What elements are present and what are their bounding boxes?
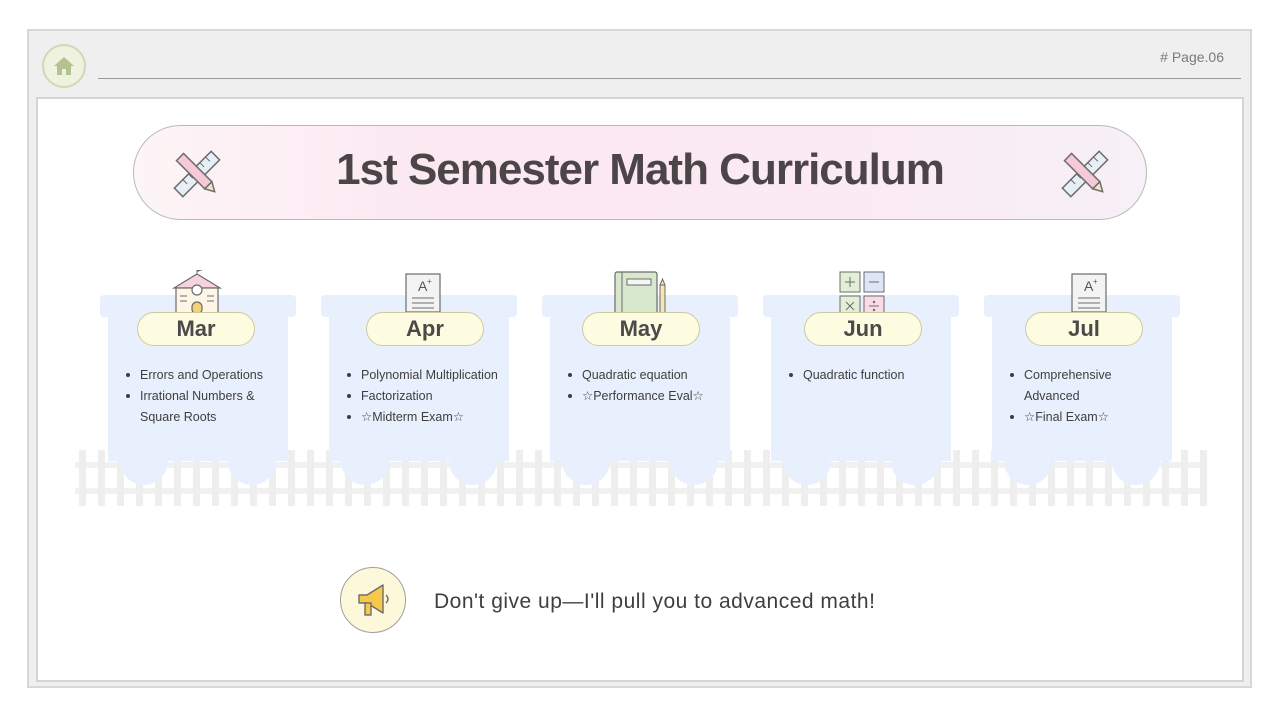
list-item: Irrational Numbers &: [126, 386, 292, 407]
rail-tie: [288, 450, 295, 506]
page-number: # Page.06: [1160, 49, 1224, 65]
rail-tie: [744, 450, 751, 506]
home-icon: [54, 57, 74, 75]
rail-tie: [858, 450, 865, 506]
month-label: Mar: [137, 312, 255, 346]
rail-tie: [193, 450, 200, 506]
rail-tie: [991, 450, 998, 506]
rail-tie: [1086, 450, 1093, 506]
grade-paper-icon: A +: [1071, 273, 1107, 313]
calculator-icon: [839, 271, 885, 317]
header-divider: [98, 78, 1241, 79]
rail-tie: [782, 450, 789, 506]
rail-tie: [421, 450, 428, 506]
rail-tie: [611, 450, 618, 506]
rail-tie: [668, 450, 675, 506]
pencil-ruler-icon: [173, 150, 221, 198]
rail-tie: [953, 450, 960, 506]
rail-tie: [1162, 450, 1169, 506]
month-label: Jun: [804, 312, 922, 346]
month-label: Apr: [366, 312, 484, 346]
rail-tie: [79, 450, 86, 506]
month-label: Jul: [1025, 312, 1143, 346]
list-item: ☆Final Exam☆: [1010, 407, 1176, 428]
rail-tie: [440, 450, 447, 506]
svg-text:A: A: [418, 278, 428, 294]
list-item: Quadratic equation: [568, 365, 734, 386]
list-item: Square Roots: [140, 410, 217, 424]
svg-text:+: +: [427, 277, 432, 286]
list-item: Polynomial Multiplication: [347, 365, 513, 386]
rail-tie: [1105, 450, 1112, 506]
rail-tie: [117, 450, 124, 506]
topic-list: Comprehensive Advanced ☆Final Exam☆: [1004, 365, 1176, 428]
rail-tie: [972, 450, 979, 506]
rail-tie: [497, 450, 504, 506]
month-card-jun: Jun Quadratic function: [763, 271, 959, 485]
list-item: ☆Midterm Exam☆: [347, 407, 513, 428]
rail-tie: [231, 450, 238, 506]
megaphone-badge: [340, 567, 406, 633]
rail-tie: [763, 450, 770, 506]
rail-tie: [516, 450, 523, 506]
rail-tie: [269, 450, 276, 506]
rail-tie: [212, 450, 219, 506]
page-title: 1st Semester Math Curriculum: [336, 145, 945, 194]
rail-tie: [174, 450, 181, 506]
topic-list: Errors and Operations Irrational Numbers…: [120, 365, 292, 428]
topic-list: Polynomial Multiplication Factorization …: [341, 365, 513, 428]
list-item: Quadratic function: [789, 365, 955, 386]
grade-paper-icon: A +: [405, 273, 441, 313]
rail-tie: [554, 450, 561, 506]
home-button[interactable]: [42, 44, 86, 88]
topic-list: Quadratic equation ☆Performance Eval☆: [562, 365, 734, 407]
megaphone-icon: [358, 584, 389, 616]
month-card-may: May Quadratic equation ☆Performance Eval…: [542, 271, 738, 485]
list-item: ☆Performance Eval☆: [568, 386, 734, 407]
topic-list: Quadratic function: [783, 365, 955, 386]
rail-tie: [1181, 450, 1188, 506]
svg-text:A: A: [1084, 278, 1094, 294]
list-item: Comprehensive: [1010, 365, 1176, 386]
rail-tie: [1200, 450, 1207, 506]
month-card-jul: A + Jul Comprehensive Advanced ☆Final Ex…: [984, 273, 1180, 485]
rail-tie: [307, 450, 314, 506]
list-item: Errors and Operations: [126, 365, 292, 386]
rail-tie: [535, 450, 542, 506]
month-card-mar: Mar Errors and Operations Irrational Num…: [100, 270, 296, 485]
rail-tie: [326, 450, 333, 506]
rail-tie: [630, 450, 637, 506]
list-item: Factorization: [347, 386, 513, 407]
rail-tie: [934, 450, 941, 506]
month-label: May: [582, 312, 700, 346]
rail-tie: [649, 450, 656, 506]
rail-tie: [98, 450, 105, 506]
notebook-icon: [614, 271, 666, 315]
rail-tie: [383, 450, 390, 506]
rail-tie: [402, 450, 409, 506]
rail-tie: [877, 450, 884, 506]
svg-text:+: +: [1093, 277, 1098, 286]
list-item: Advanced: [1024, 389, 1080, 403]
rail-tie: [1067, 450, 1074, 506]
rail-tie: [839, 450, 846, 506]
rail-tie: [725, 450, 732, 506]
school-icon: [172, 270, 222, 315]
motivation-message: Don't give up—I'll pull you to advanced …: [434, 590, 876, 613]
month-card-apr: A + Apr Polynomial Multiplication Factor…: [321, 273, 517, 485]
title-banner: [133, 125, 1147, 220]
pencil-ruler-icon: [1061, 150, 1109, 198]
rail-tie: [1048, 450, 1055, 506]
